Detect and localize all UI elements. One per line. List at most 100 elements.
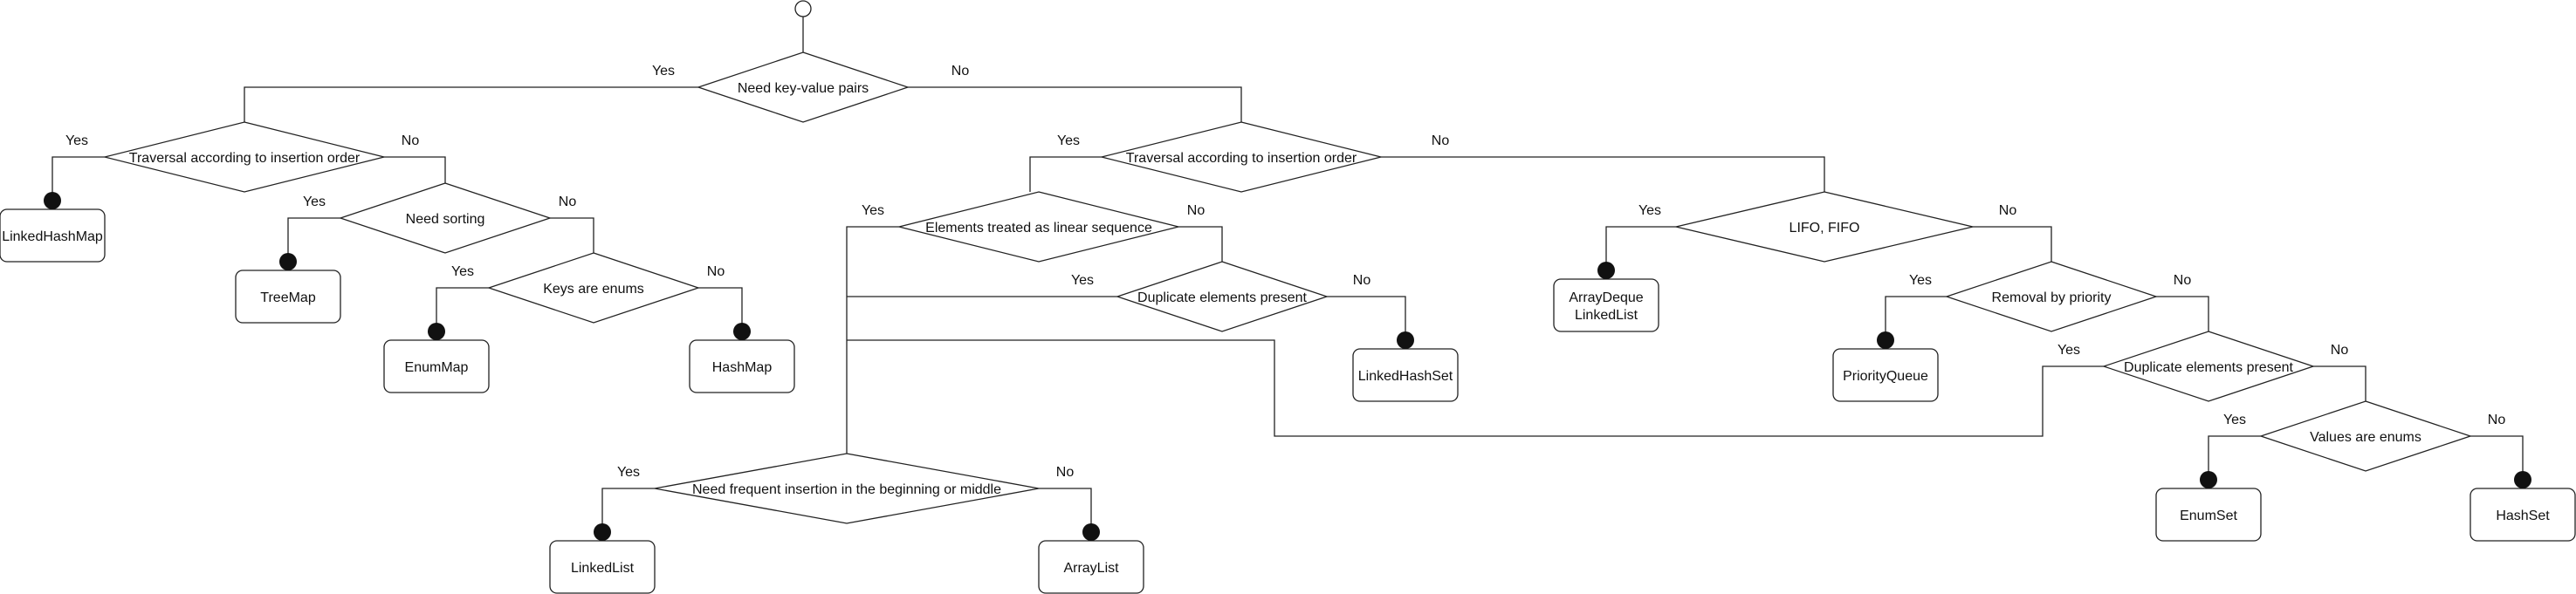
endpoint-dot — [1397, 331, 1414, 349]
decision-shape — [338, 182, 553, 254]
edge-label-e20: No — [2174, 273, 2192, 288]
edge-label-e6: No — [559, 195, 577, 209]
decision-shape — [1115, 261, 1329, 332]
decision-q_lifo: LIFO, FIFO — [1675, 191, 1974, 263]
decision-q_kv: Need key-value pairs — [696, 51, 910, 123]
endpoint-dot — [2200, 471, 2217, 488]
edge-label-e13: Yes — [1071, 273, 1094, 288]
node-label: Removal by priority — [1992, 290, 2112, 305]
decision-q_ins_col: Traversal according to insertion order — [1101, 121, 1382, 193]
decision-shape — [898, 191, 1179, 263]
edge-e16 — [1039, 488, 1092, 532]
edge-e19 — [1885, 296, 1947, 349]
node-label: Duplicate elements present — [2124, 360, 2293, 375]
edge-e12 — [1178, 226, 1223, 262]
decision-q_enum_vals: Values are enums — [2258, 400, 2473, 472]
node-label-line: LinkedList — [1575, 308, 1638, 323]
edge-e1 — [244, 86, 698, 122]
edge-e11 — [846, 226, 899, 454]
node-label-line: ArrayDeque — [1569, 290, 1643, 305]
decision-q_dup2: Duplicate elements present — [2101, 331, 2316, 402]
edge-label-e14: No — [1353, 273, 1371, 288]
endpoint-dot — [594, 523, 611, 541]
edge-e8 — [698, 287, 743, 331]
edge-e18 — [1973, 226, 2052, 262]
node-label: Need frequent insertion in the beginning… — [692, 482, 1001, 497]
decision-shape — [654, 453, 1040, 524]
edge-label-e3: Yes — [65, 133, 88, 148]
edge-label-e23: Yes — [2223, 413, 2246, 427]
edge-label-e11: Yes — [862, 203, 884, 218]
result-r_enumset: EnumSet — [2155, 471, 2262, 542]
node-label: EnumMap — [405, 360, 469, 375]
endpoint-dot — [1597, 262, 1615, 279]
decision-shape — [486, 252, 701, 324]
node-label: HashSet — [2496, 509, 2550, 523]
decision-shape — [2101, 331, 2316, 402]
result-r_lhs: LinkedHashSet — [1352, 331, 1459, 402]
node-label: TreeMap — [260, 290, 316, 305]
node-label: LIFO, FIFO — [1789, 221, 1860, 236]
decision-shape — [1944, 261, 2159, 332]
node-label: LinkedList — [571, 561, 635, 576]
edge-e3 — [52, 156, 105, 201]
endpoint-dot — [1082, 523, 1100, 541]
decision-q_sort: Need sorting — [338, 182, 553, 254]
endpoint-dot — [2514, 471, 2531, 488]
decision-shape — [104, 121, 385, 193]
node-label: Need key-value pairs — [738, 81, 869, 96]
node-label: Values are enums — [2310, 430, 2421, 445]
edge-label-e12: No — [1187, 203, 1206, 218]
edge-e5 — [287, 217, 340, 262]
decision-q_prio: Removal by priority — [1944, 261, 2159, 332]
edge-label-e21: Yes — [2057, 343, 2080, 358]
edge-e4 — [384, 156, 446, 183]
edge-e14 — [1327, 296, 1406, 349]
result-box — [1553, 278, 1659, 332]
edge-label-e10: No — [1432, 133, 1450, 148]
decision-q_dup1: Duplicate elements present — [1115, 261, 1329, 332]
result-r_linkedlist: LinkedList — [549, 523, 656, 594]
result-r_pq: PriorityQueue — [1832, 331, 1939, 402]
decision-shape — [696, 51, 910, 123]
node-label: LinkedHashMap — [2, 229, 103, 244]
node-label: Need sorting — [406, 212, 485, 227]
node-label: EnumSet — [2180, 509, 2237, 523]
result-r_lhm: LinkedHashMap — [0, 192, 106, 263]
edge-label-e5: Yes — [303, 195, 326, 209]
decision-q_front: Need frequent insertion in the beginning… — [654, 453, 1040, 524]
start-node — [794, 0, 812, 17]
result-r_hashmap: HashMap — [689, 323, 795, 393]
result-r_treemap: TreeMap — [235, 253, 341, 324]
edge-label-e16: No — [1056, 465, 1075, 480]
node-label: Traversal according to insertion order — [1126, 151, 1357, 166]
edges-layer — [52, 17, 2524, 532]
node-label: Traversal according to insertion order — [129, 151, 361, 166]
edge-label-e15: Yes — [617, 465, 640, 480]
node-label: LinkedHashSet — [1358, 369, 1453, 384]
edge-label-e9: Yes — [1057, 133, 1080, 148]
endpoint-dot — [1877, 331, 1894, 349]
edge-e21 — [847, 339, 2104, 437]
edge-label-e4: No — [402, 133, 420, 148]
edge-label-e1: Yes — [652, 64, 675, 79]
endpoint-dot — [44, 192, 61, 209]
edge-e20 — [2156, 296, 2209, 331]
node-label: HashMap — [712, 360, 773, 375]
node-label: PriorityQueue — [1843, 369, 1928, 384]
edge-label-e8: No — [707, 264, 725, 279]
node-label: ArrayList — [1063, 561, 1119, 576]
edge-e15 — [601, 488, 655, 532]
decision-shape — [2258, 400, 2473, 472]
edge-label-e18: No — [1999, 203, 2017, 218]
decision-q_linear: Elements treated as linear sequence — [898, 191, 1179, 263]
decision-q_ins_map: Traversal according to insertion order — [104, 121, 385, 193]
result-r_hashset: HashSet — [2470, 471, 2576, 542]
node-label: Duplicate elements present — [1137, 290, 1307, 305]
endpoint-dot — [428, 323, 445, 340]
edge-e2 — [908, 86, 1242, 122]
